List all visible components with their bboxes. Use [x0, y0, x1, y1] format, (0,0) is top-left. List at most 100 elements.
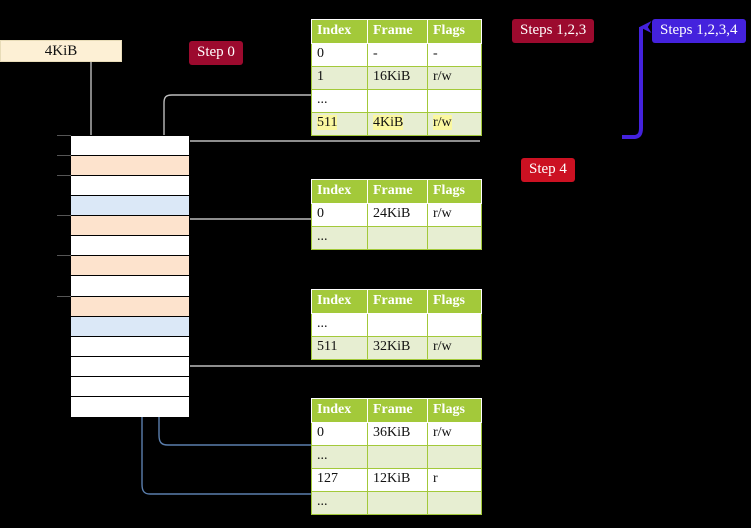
cell-frame: 4KiB [367, 112, 428, 136]
cell-frame: - [367, 43, 428, 67]
column-header-flags: Flags [427, 398, 482, 423]
cell-index: 511 [311, 336, 368, 360]
memory-frame [71, 276, 189, 297]
cell-index: 0 [311, 203, 368, 227]
cell-flags [427, 226, 482, 250]
memory-frame [71, 356, 189, 377]
badge-step-4-label: Step 4 [529, 161, 567, 177]
badge-steps-1-2-3-4-label: Steps 1,2,3,4 [660, 22, 738, 38]
column-header-index: Index [311, 179, 368, 204]
column-header-frame: Frame [367, 289, 428, 314]
badge-step-0: Step 0 [189, 41, 243, 65]
cell-frame: 32KiB [367, 336, 428, 360]
memory-frame-tick [57, 155, 71, 156]
column-header-frame: Frame [367, 19, 428, 44]
memory-frame [71, 236, 189, 257]
region-box-4kib: 4KiB [0, 40, 122, 62]
wire-l1-127-to-frame [141, 202, 480, 495]
memory-frame [71, 156, 189, 177]
cell-flags: r/w [427, 66, 482, 90]
cell-flags: r/w [427, 336, 482, 360]
cell-frame [367, 445, 428, 469]
cell-frame [367, 226, 428, 250]
wire-l4-1-to-frame [163, 94, 480, 160]
column-header-index: Index [311, 289, 368, 314]
memory-frame [71, 216, 189, 237]
cell-frame [367, 313, 428, 337]
memory-frame-tick [57, 175, 71, 176]
cell-index: ... [311, 89, 368, 113]
wire-l1-0-to-frame [158, 322, 480, 446]
table-row[interactable]: 0-- [311, 43, 482, 67]
badge-step-0-label: Step 0 [197, 44, 235, 60]
cell-flags: r/w [427, 112, 482, 136]
region-box-label: 4KiB [44, 43, 78, 59]
badge-steps-1-2-3-label: Steps 1,2,3 [520, 22, 587, 38]
cell-flags: r/w [427, 422, 482, 446]
cell-index: 0 [311, 422, 368, 446]
cell-frame [367, 89, 428, 113]
memory-frame [71, 136, 189, 157]
cell-flags [427, 491, 482, 515]
badge-steps-1-2-3: Steps 1,2,3 [512, 19, 595, 43]
column-header-flags: Flags [427, 179, 482, 204]
table-row[interactable]: ... [311, 226, 482, 250]
cell-flags: r/w [427, 203, 482, 227]
cell-flags [427, 89, 482, 113]
table-row[interactable]: ... [311, 445, 482, 469]
memory-frame [71, 376, 189, 397]
table-row[interactable]: ... [311, 313, 482, 337]
wire-steps-loop-arrow [622, 21, 652, 139]
cell-frame [367, 491, 428, 515]
table-row[interactable]: ... [311, 89, 482, 113]
badge-step-4: Step 4 [521, 158, 575, 182]
cell-flags: r [427, 468, 482, 492]
cell-flags: - [427, 43, 482, 67]
column-header-frame: Frame [367, 179, 428, 204]
table-row[interactable]: ... [311, 491, 482, 515]
memory-frame [71, 296, 189, 317]
cell-index: 0 [311, 43, 368, 67]
cell-index: ... [311, 445, 368, 469]
cell-index: 1 [311, 66, 368, 90]
cell-index: ... [311, 313, 368, 337]
cell-frame: 16KiB [367, 66, 428, 90]
cell-index: ... [311, 491, 368, 515]
column-header-index: Index [311, 19, 368, 44]
column-header-index: Index [311, 398, 368, 423]
memory-frame-tick [57, 215, 71, 216]
cell-flags [427, 313, 482, 337]
cell-frame: 12KiB [367, 468, 428, 492]
column-header-flags: Flags [427, 289, 482, 314]
column-header-frame: Frame [367, 398, 428, 423]
memory-frame-tick [57, 255, 71, 256]
column-header-flags: Flags [427, 19, 482, 44]
cell-frame: 24KiB [367, 203, 428, 227]
cell-index: 127 [311, 468, 368, 492]
memory-frame-tick [57, 135, 71, 136]
memory-frame [71, 396, 189, 417]
memory-frame [71, 176, 189, 197]
badge-steps-1-2-3-4: Steps 1,2,3,4 [652, 19, 746, 43]
cell-index: ... [311, 226, 368, 250]
memory-frame [71, 336, 189, 357]
cell-index: 511 [311, 112, 368, 136]
memory-frame [71, 316, 189, 337]
memory-frame [71, 256, 189, 277]
memory-frame-tick [57, 296, 71, 297]
